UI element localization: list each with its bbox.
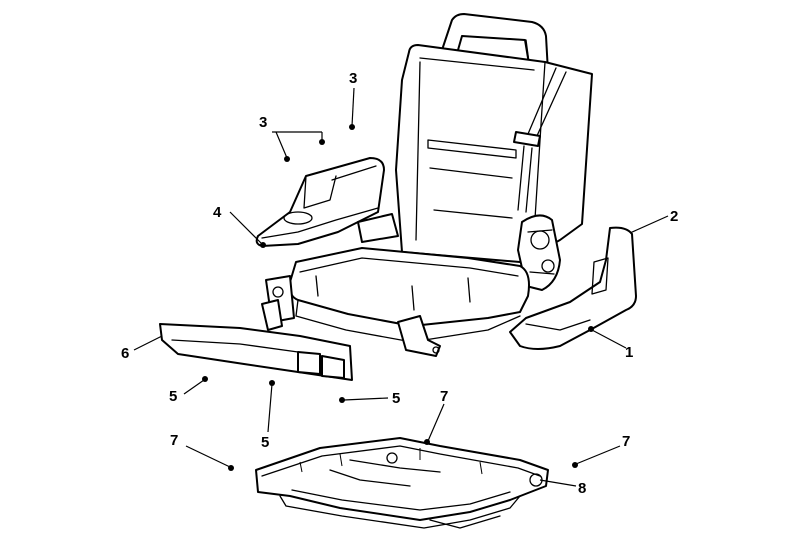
callout-7-top: 7 [440, 388, 448, 405]
callout-3-top: 3 [349, 70, 357, 87]
callout-7-left: 7 [170, 432, 178, 449]
callout-2: 2 [670, 208, 678, 225]
front-trim-panel [159, 323, 353, 381]
callout-5-left: 5 [169, 388, 177, 405]
outer-trim-panel [509, 226, 637, 350]
callout-5-bottom: 5 [261, 434, 269, 451]
recliner-mechanism [517, 214, 561, 291]
callout-6: 6 [121, 345, 129, 362]
callout-1: 1 [625, 344, 633, 361]
callout-7-right: 7 [622, 433, 630, 450]
leader-lines [133, 87, 669, 487]
callout-4: 4 [213, 204, 222, 221]
callout-8: 8 [578, 480, 586, 497]
seat-cushion [261, 247, 530, 357]
callout-3-left: 3 [259, 114, 267, 131]
seat-back [395, 44, 593, 263]
lower-seat-frame [255, 437, 549, 529]
callout-5-right: 5 [392, 390, 400, 407]
armrest [255, 157, 399, 247]
